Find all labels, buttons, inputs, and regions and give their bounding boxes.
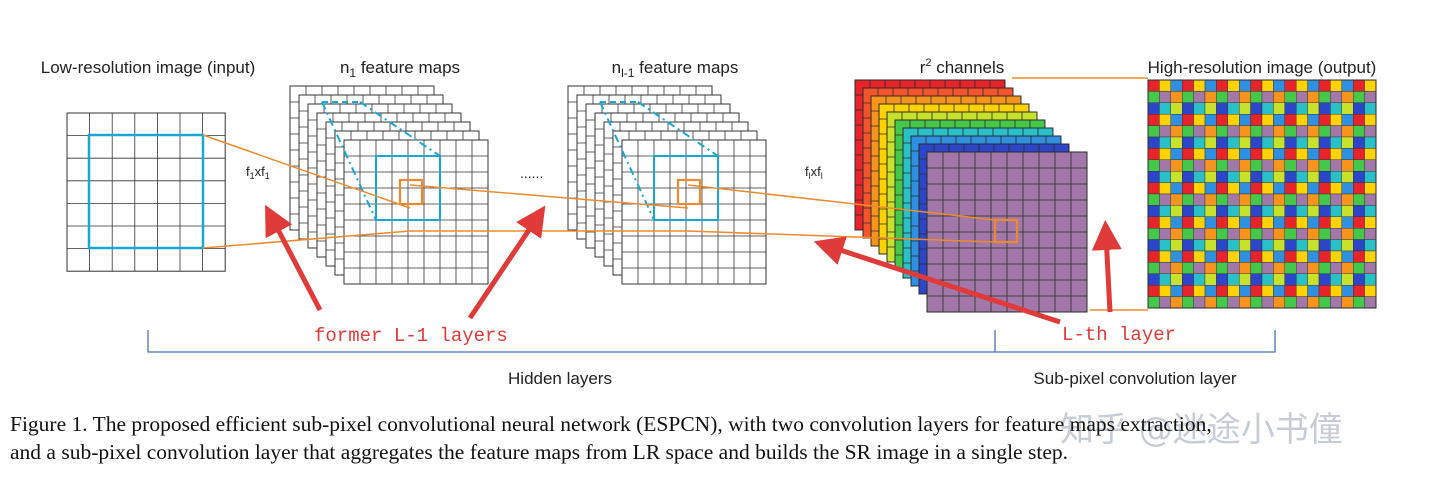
nl-label: nl-1 feature maps — [612, 58, 739, 80]
r2-channels-stack — [854, 79, 1088, 313]
arrow-to-dots — [467, 205, 546, 320]
subpixel-layer-label: Sub-pixel convolution layer — [1033, 369, 1237, 388]
ellipsis-label: ...... — [520, 165, 543, 181]
input-label: Low-resolution image (input) — [41, 58, 256, 77]
output-label: High-resolution image (output) — [1148, 58, 1377, 77]
kernel-box — [398, 178, 424, 206]
r2-label: r2 channels — [920, 57, 1005, 77]
input-receptive-field — [87, 133, 205, 250]
arrow-to-channels — [1091, 220, 1122, 313]
caption-line-1: Figure 1. The proposed efficient sub-pix… — [10, 412, 1212, 436]
feature-map-layer — [621, 139, 767, 285]
n1-label: n1 feature maps — [340, 58, 460, 80]
lth-layer-annotation: L-th layer — [1062, 324, 1176, 346]
hidden-layers-brace — [147, 330, 996, 353]
n1-feature-map-stack — [289, 85, 489, 285]
output-kernel-box — [993, 218, 1019, 244]
arrow-to-f1 — [265, 204, 323, 312]
former-layers-annotation: former L-1 layers — [314, 325, 508, 347]
kernel-box — [676, 178, 702, 206]
input-image-grid — [66, 112, 226, 272]
nl-feature-map-stack — [567, 85, 767, 285]
hr-pixels — [1147, 79, 1377, 309]
fl-filter-label: flxfl — [805, 164, 823, 181]
watermark: 知乎 @迷途小书僮 — [1060, 410, 1343, 450]
subpixel-layer-brace — [995, 330, 1276, 353]
high-resolution-output-mosaic — [1147, 79, 1377, 309]
feature-map-layer — [343, 139, 489, 285]
arrow-to-fl — [813, 236, 1061, 325]
f1-filter-label: f1xf1 — [246, 164, 270, 181]
caption-line-2: and a sub-pixel convolution layer that a… — [10, 440, 1068, 464]
annotation-arrows — [265, 204, 1122, 325]
figure-caption: Figure 1. The proposed efficient sub-pix… — [10, 410, 1435, 466]
hidden-layers-label: Hidden layers — [508, 369, 612, 388]
